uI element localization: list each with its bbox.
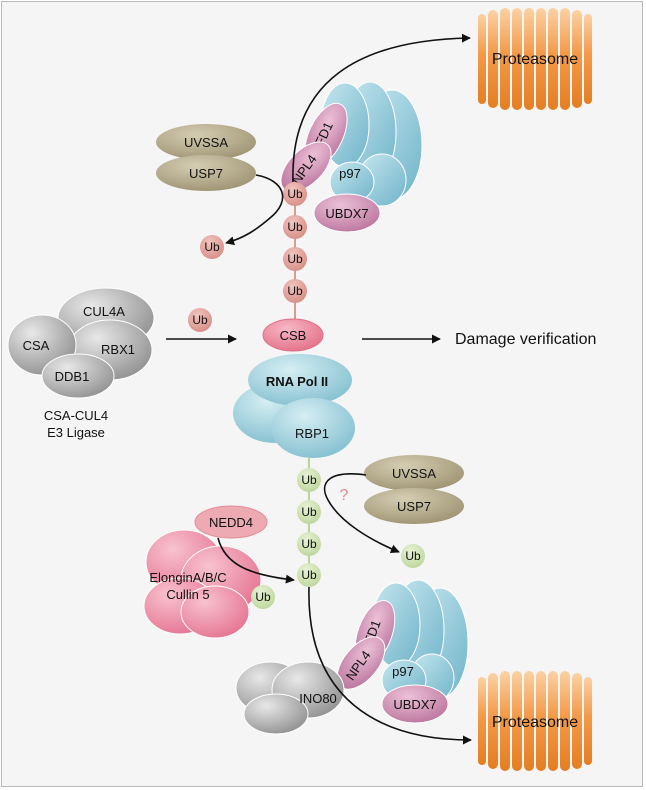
svg-text:Ub: Ub	[287, 284, 303, 298]
svg-text:Ub: Ub	[301, 505, 317, 519]
ub-chain-top: Ub Ub Ub Ub	[283, 182, 307, 322]
ino80-complex: INO80	[235, 661, 345, 735]
ubdx7-bottom-label: UBDX7	[393, 697, 436, 712]
proteasome-bottom-label: Proteasome	[492, 714, 578, 731]
uvssa-usp7-bottom: UVSSA USP7	[364, 455, 464, 524]
csa-cul4-complex: CUL4A CSA RBX1 DDB1 CSA-CUL4 E3 Ligase	[7, 287, 155, 440]
p97-top-label: p97	[339, 166, 361, 181]
ub-chain-top-4: Ub	[283, 279, 307, 303]
ub-chain-bottom-1: Ub	[297, 468, 321, 492]
ub-chain-top-3: Ub	[283, 247, 307, 271]
csb: CSB	[262, 318, 324, 352]
ino80-label: INO80	[299, 691, 337, 706]
elongin-label-1: ElonginA/B/C	[149, 570, 226, 585]
elongin-cullin5-complex: ElonginA/B/C Cullin 5	[143, 529, 262, 639]
free-ub-elongin: Ub	[251, 585, 275, 609]
proteasome-bottom: Proteasome	[478, 671, 592, 771]
free-ub-incoming: Ub	[188, 308, 212, 332]
csa-label: CSA	[23, 338, 50, 353]
csb-label: CSB	[280, 328, 307, 343]
svg-text:Ub: Ub	[301, 568, 317, 582]
svg-text:Ub: Ub	[287, 187, 303, 201]
arrow-nedd4-to-chain	[217, 537, 295, 584]
rbp1-label: RBP1	[295, 426, 329, 441]
uvssa-top-label: UVSSA	[184, 135, 228, 150]
svg-text:Ub: Ub	[287, 220, 303, 234]
usp7-bottom-label: USP7	[397, 499, 431, 514]
rbx1-label: RBX1	[101, 342, 135, 357]
p97-complex-top: p97 UFD1 NPL4 UBDX7	[280, 81, 423, 233]
elongin-label-2: Cullin 5	[166, 587, 209, 602]
uvssa-usp7-top: UVSSA USP7	[156, 124, 256, 191]
ub-chain-top-1: Ub	[283, 182, 307, 206]
svg-text:Ub: Ub	[301, 473, 317, 487]
proteasome-top: Proteasome	[478, 8, 592, 110]
svg-text:Ub: Ub	[192, 313, 208, 327]
svg-text:Ub: Ub	[301, 537, 317, 551]
nedd4-label: NEDD4	[209, 515, 253, 530]
damage-verification-label: Damage verification	[455, 331, 596, 348]
svg-text:Ub: Ub	[204, 240, 220, 254]
arrow-usp7-bottom-release	[323, 473, 400, 554]
nedd4: NEDD4	[194, 505, 268, 539]
ub-chain-bottom: Ub Ub Ub Ub	[297, 458, 321, 587]
arrows	[166, 33, 472, 745]
free-ub-released-bottom: Ub	[401, 544, 425, 568]
ub-chain-top-2: Ub	[283, 215, 307, 239]
free-ub-released-top: Ub	[200, 235, 224, 259]
uvssa-bottom-label: UVSSA	[392, 466, 436, 481]
ub-chain-bottom-3: Ub	[297, 532, 321, 556]
arrow-to-proteasome-top	[292, 33, 471, 183]
ubdx7-top-label: UBDX7	[325, 206, 368, 221]
csa-cul4-caption-2: E3 Ligase	[47, 425, 105, 440]
csa-cul4-caption-1: CSA-CUL4	[44, 408, 108, 423]
rna-pol-ii: RNA Pol II RBP1	[233, 354, 355, 458]
proteasome-top-label: Proteasome	[492, 51, 578, 68]
p97-bottom-label: p97	[392, 664, 414, 679]
cul4a-label: CUL4A	[83, 304, 125, 319]
ub-chain-bottom-4: Ub	[297, 563, 321, 587]
rna-pol-label: RNA Pol II	[266, 374, 328, 389]
p97-complex-bottom: p97 UFD1 NPL4 UBDX7	[336, 579, 469, 724]
ub-chain-bottom-2: Ub	[297, 500, 321, 524]
uncertain-step-mark: ?	[340, 487, 349, 504]
ddb1-label: DDB1	[55, 369, 90, 384]
svg-text:Ub: Ub	[255, 590, 271, 604]
svg-text:Ub: Ub	[405, 549, 421, 563]
arrow-usp7-top-release	[225, 174, 284, 246]
usp7-top-label: USP7	[189, 166, 223, 181]
arrow-to-proteasome-bottom	[308, 586, 472, 745]
svg-text:Ub: Ub	[287, 252, 303, 266]
